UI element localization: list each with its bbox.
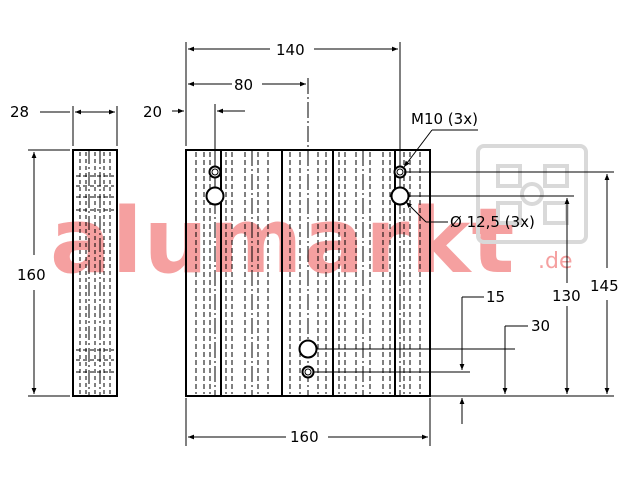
dim-label-28: 28 [10,103,29,121]
dim-label-20: 20 [143,103,162,121]
dim-label-side-160: 160 [17,266,46,284]
bore-hole-bottom [298,339,318,359]
thread-hole-bottom [301,365,315,379]
callout-thread [403,129,478,168]
thread-hole-left [208,165,222,179]
side-view [72,149,118,397]
dim-label-15: 15 [486,288,505,306]
right-extension-lines [314,171,614,397]
dim-label-80: 80 [234,76,253,94]
dim-side-height [28,149,70,397]
dim-label-145: 145 [590,277,619,295]
dim-hole-bottom-large [502,325,528,394]
dim-label-30: 30 [531,317,550,335]
profile-logo-icon [476,144,588,244]
bore-hole-left [205,186,225,206]
callout-bore [405,201,448,223]
callout-bore-label: Ø 12,5 (3x) [450,213,535,231]
dim-label-bottom-160: 160 [290,428,319,446]
dim-bottom-width [185,398,431,446]
dim-side-thickness [40,106,118,146]
dim-label-140: 140 [276,41,305,59]
dim-hole-bottom-small [459,296,484,424]
dim-offset-left [172,104,245,166]
dim-total-width [185,42,401,150]
bore-hole-right [390,186,410,206]
thread-hole-right [393,165,407,179]
callout-thread-label: M10 (3x) [411,110,478,128]
dim-label-130: 130 [552,287,581,305]
